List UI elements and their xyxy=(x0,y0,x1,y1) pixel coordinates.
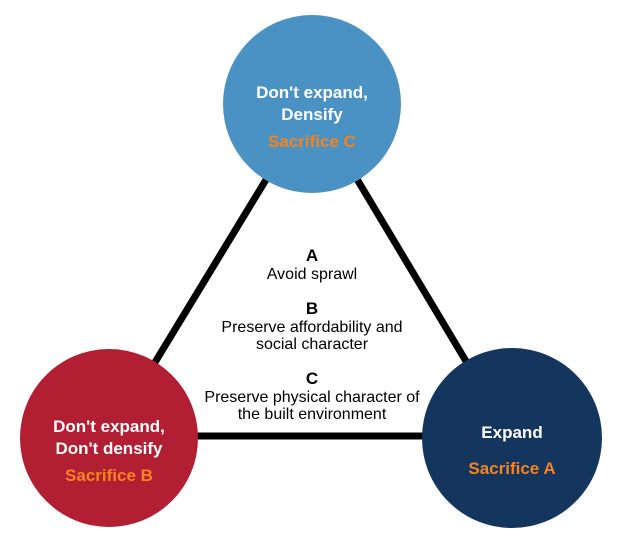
legend-key-c: C xyxy=(305,369,319,388)
legend: A Avoid sprawl B Preserve affordability … xyxy=(142,246,482,439)
legend-item-c: C Preserve physical character of the bui… xyxy=(142,369,482,423)
node-densify-content: Don't expand, Densify Sacrifice C xyxy=(256,82,368,153)
legend-item-a: A Avoid sprawl xyxy=(142,246,482,283)
node-dont-densify-content: Don't expand, Don't densify Sacrifice B xyxy=(53,416,165,487)
legend-text-a: Avoid sprawl xyxy=(266,266,358,283)
node-expand-sacrifice-label: Sacrifice A xyxy=(468,459,556,478)
legend-item-b: B Preserve affordability and social char… xyxy=(142,299,482,353)
legend-key-a: A xyxy=(305,246,319,265)
node-densify-sacrifice-label: Sacrifice C xyxy=(268,131,356,151)
node-dont-densify-title: Don't expand, Don't densify xyxy=(53,416,165,458)
legend-key-b: B xyxy=(305,299,319,318)
node-expand-content: Expand Sacrifice A xyxy=(468,422,555,480)
node-dont-densify-sacrifice-label: Sacrifice B xyxy=(65,465,153,485)
node-expand: Expand Sacrifice A xyxy=(422,348,602,528)
node-densify-title: Don't expand, Densify xyxy=(256,82,368,124)
node-expand-title: Expand xyxy=(481,423,543,442)
node-dont-densify: Don't expand, Don't densify Sacrifice B xyxy=(20,349,198,527)
node-densify: Don't expand, Densify Sacrifice C xyxy=(223,15,401,193)
legend-text-c: Preserve physical character of the built… xyxy=(204,389,420,423)
legend-text-b: Preserve affordability and social charac… xyxy=(221,319,403,353)
